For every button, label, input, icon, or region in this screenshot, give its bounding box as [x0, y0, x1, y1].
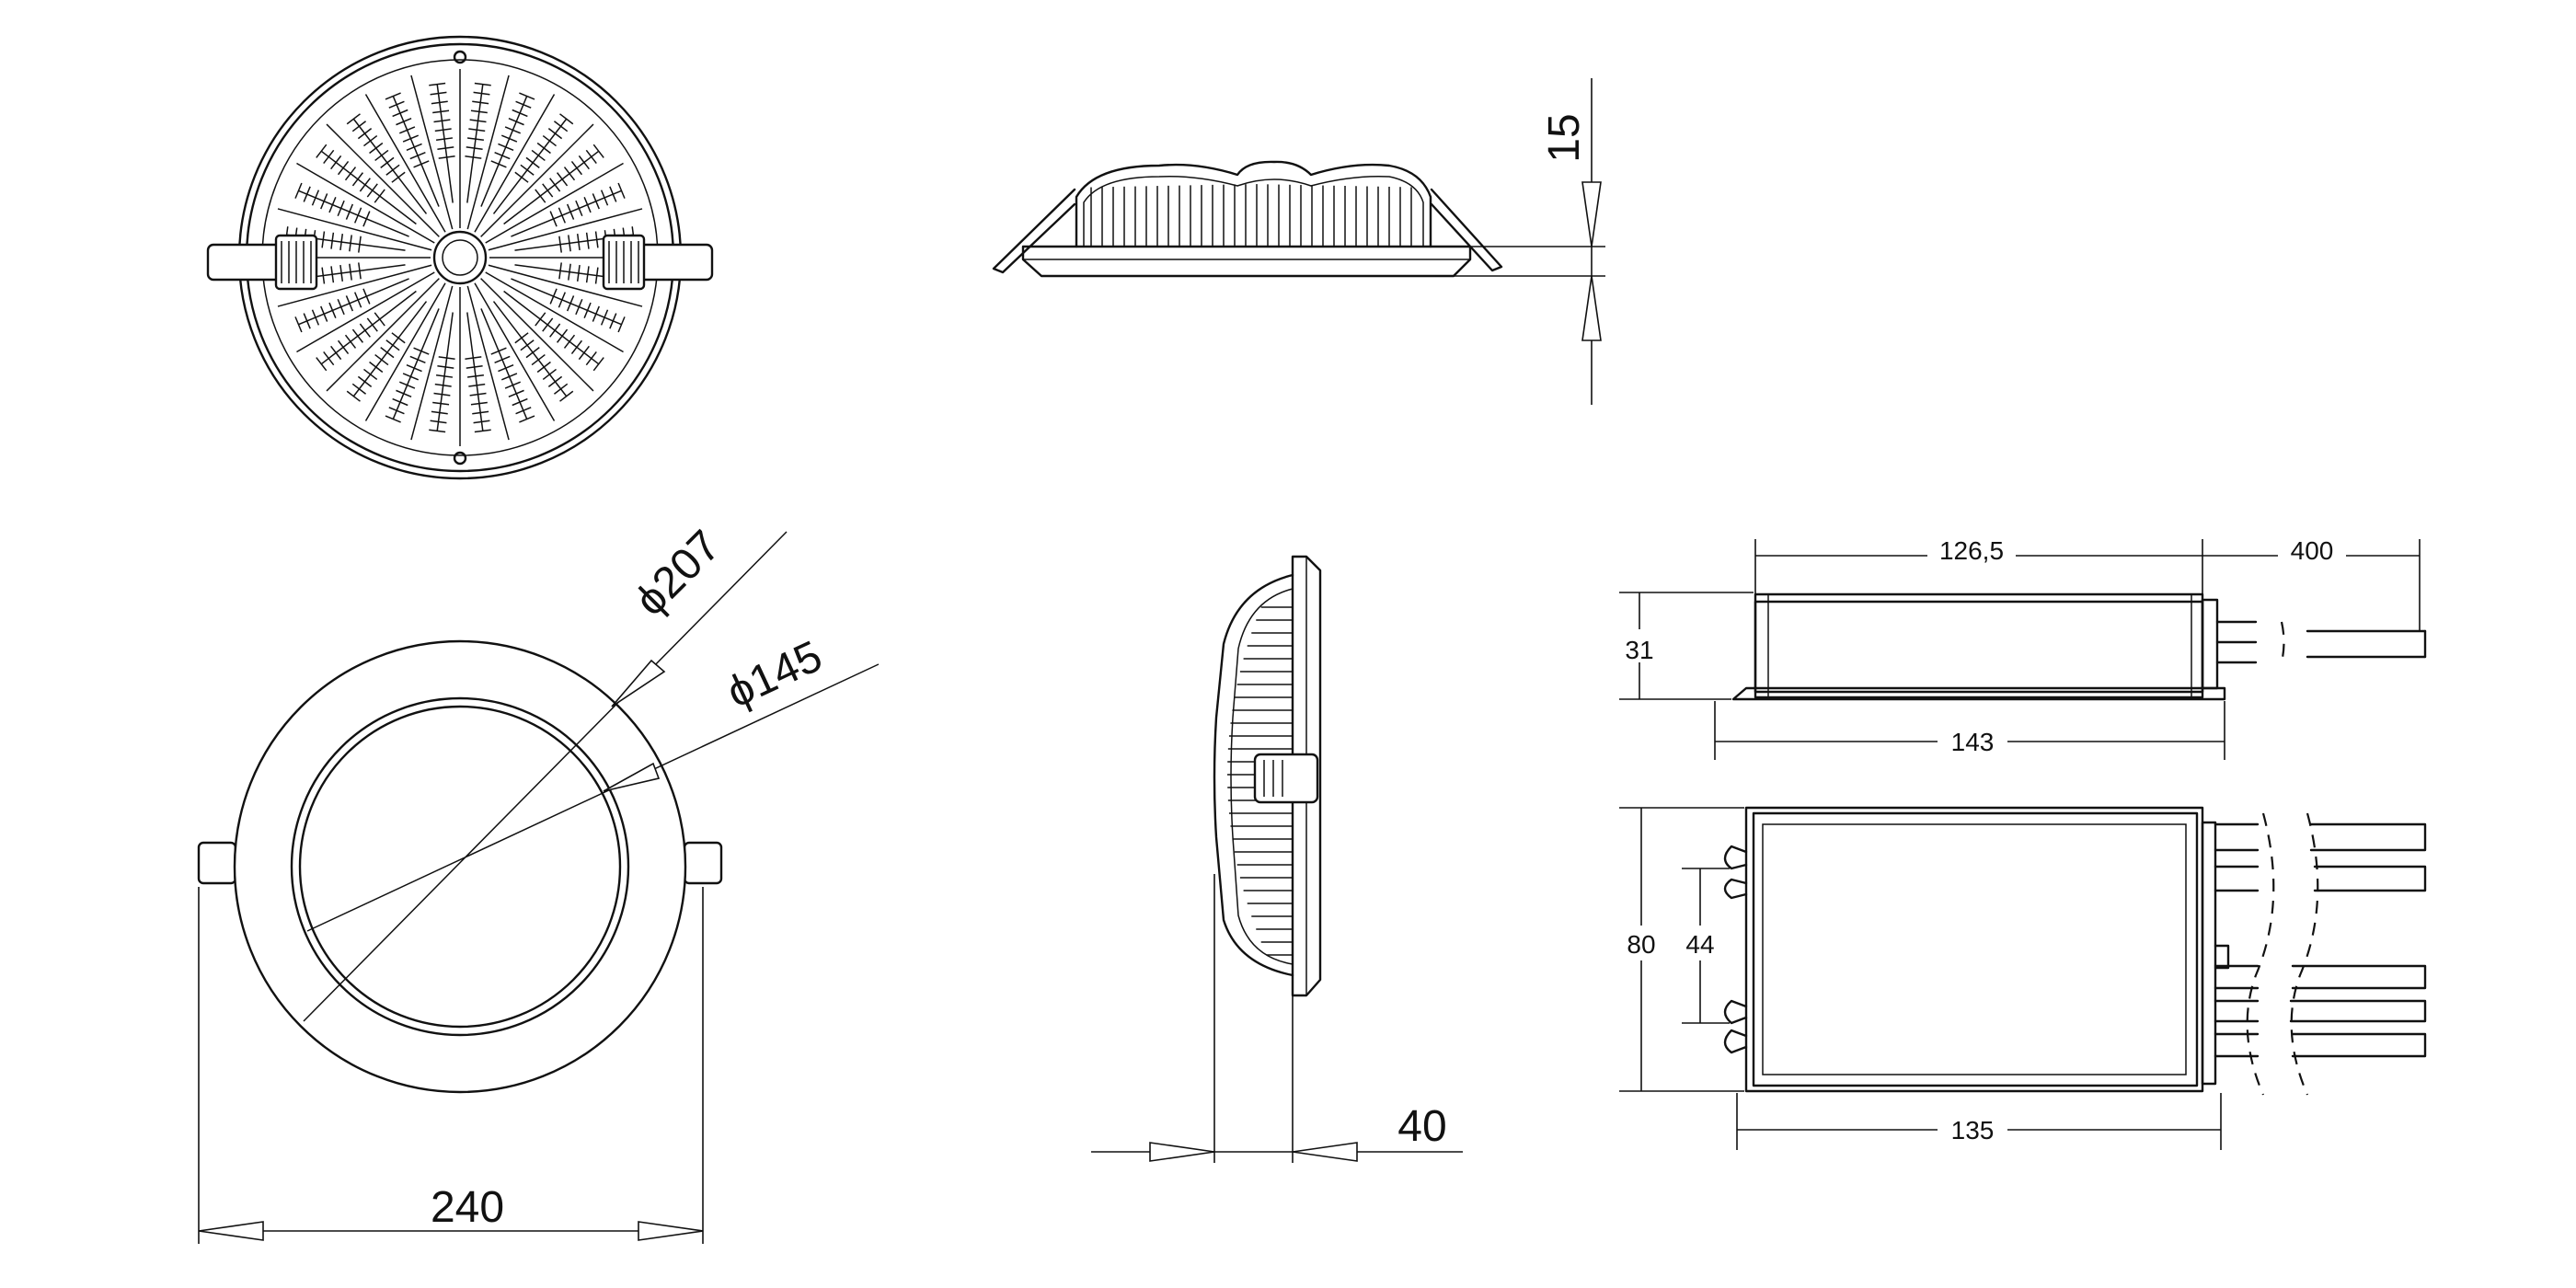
- label-135: 135: [1951, 1116, 1995, 1144]
- dimension-driver-width: 80: [1619, 807, 1744, 1092]
- label-40: 40: [1397, 1102, 1446, 1151]
- dimension-mount-spacing: 44: [1680, 868, 1730, 1024]
- label-143: 143: [1951, 728, 1995, 756]
- side-view-horizontal: [992, 160, 1503, 278]
- dimension-flange-thickness: 15: [1435, 78, 1605, 405]
- side-view-vertical: [1213, 555, 1322, 997]
- dimension-driver-length: 135: [1736, 1093, 2222, 1150]
- label-240: 240: [431, 1183, 504, 1232]
- front-view: [197, 531, 880, 1094]
- label-diameter-207: ϕ207: [626, 522, 730, 626]
- dimension-depth: 40: [1091, 874, 1463, 1163]
- rear-view-heatsink: [206, 35, 714, 480]
- label-diameter-145: ϕ145: [719, 632, 829, 718]
- label-400: 400: [2291, 536, 2334, 565]
- label-thickness: 15: [1540, 113, 1589, 162]
- dimension-driver-total: 143: [1714, 701, 2225, 760]
- label-44: 44: [1685, 930, 1714, 959]
- label-31: 31: [1625, 636, 1653, 664]
- dimension-driver-height: 31: [1619, 592, 1754, 700]
- spring-clip-right: [602, 234, 714, 291]
- dimension-driver-top: 126,5 400: [1754, 534, 2421, 631]
- driver-top-view: [1723, 806, 2427, 1096]
- driver-side-view: [1731, 592, 2427, 701]
- label-80: 80: [1627, 930, 1655, 959]
- spring-clip-left: [206, 234, 318, 291]
- label-126-5: 126,5: [1939, 536, 2004, 565]
- dimension-front-diameter: 240: [198, 887, 704, 1244]
